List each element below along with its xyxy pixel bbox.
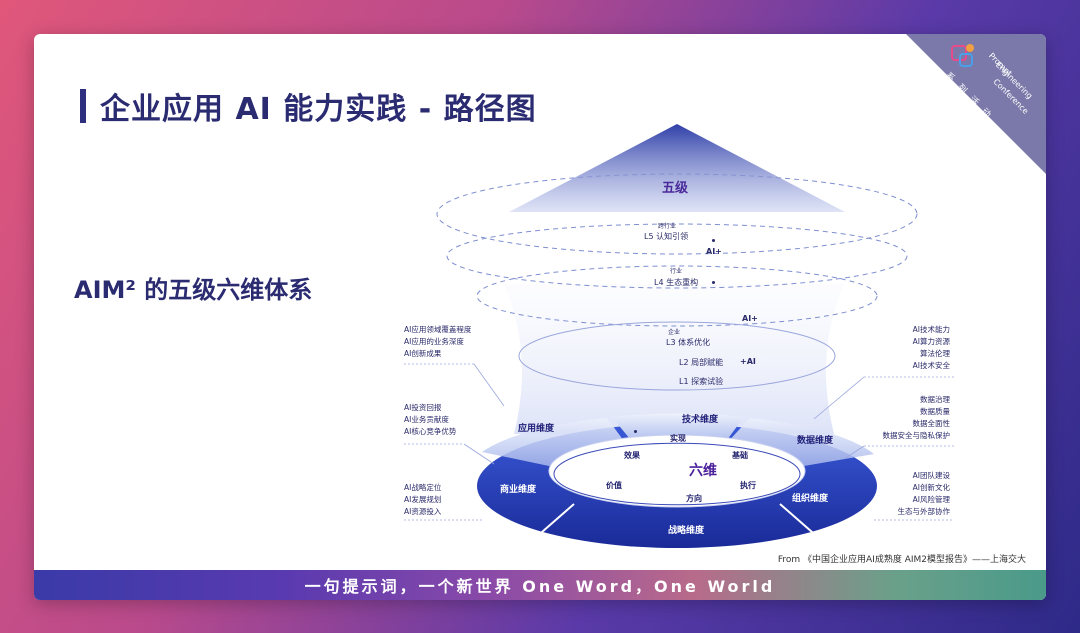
orbit-dot — [712, 281, 715, 284]
title-block: 企业应用 AI 能力实践 - 路径图 — [80, 84, 537, 128]
ring-segment-data — [724, 418, 874, 466]
ring-center-label: 六维 — [689, 463, 717, 479]
orbit-dot — [634, 430, 637, 433]
inner-value: 价值 — [606, 481, 622, 490]
funnel-shape — [504, 284, 844, 434]
dimension-technology: 技术维度 — [682, 415, 719, 425]
annotation-organization: AI团队建设 AI创新文化 AI风险管理 生态与外部协作 — [897, 471, 951, 516]
corner-badge — [906, 34, 1046, 174]
orbit-dot — [712, 239, 715, 242]
orbit-l3 — [518, 321, 836, 391]
ai-plus-label-2: AI+ — [742, 314, 758, 323]
slide: 企业应用 AI 能力实践 - 路径图 AIM² 的五级六维体系 系 列 活 动 … — [34, 34, 1046, 600]
orbit-top — [436, 173, 918, 255]
level-l2: L2 局部赋能 — [679, 358, 724, 367]
plus-ai-label: +AI — [740, 357, 756, 366]
annotation-technology: AI技术能力 AI算力资源 算法伦理 AI技术安全 — [912, 325, 950, 370]
title-accent-bar — [80, 89, 86, 123]
level-l3-caption: 企业 — [668, 329, 681, 336]
dimension-application: 应用维度 — [518, 424, 555, 434]
pyramid-top-label: 五级 — [662, 181, 689, 196]
inner-foundation: 基础 — [732, 451, 748, 460]
dimension-strategy: 战略维度 — [668, 526, 705, 536]
dimension-business: 商业维度 — [500, 485, 537, 495]
level-l4: L4 生态重构 — [654, 278, 699, 287]
level-l5-caption: 跨行业 — [658, 223, 677, 230]
ring-inner — [549, 435, 805, 507]
level-l1: L1 探索试验 — [679, 377, 724, 386]
pyramid-top — [509, 124, 845, 212]
inner-effect: 效果 — [624, 451, 640, 460]
annotation-data: 数据治理 数据质量 数据全面性 数据安全与隐私保护 — [882, 395, 951, 440]
ai-plus-label-1: AI+ — [706, 247, 722, 256]
inner-realize: 实现 — [670, 434, 686, 443]
level-l5: L5 认知引领 — [644, 232, 689, 241]
annotation-business: AI投资回报 AI业务贡献度 AI核心竞争优势 — [404, 403, 457, 436]
orbit-l4 — [476, 265, 878, 327]
orbit-l5 — [446, 223, 908, 289]
page-title: 企业应用 AI 能力实践 - 路径图 — [100, 92, 537, 127]
source-citation: From 《中国企业应用AI成熟度 AIM2模型报告》——上海交大 — [777, 555, 1026, 565]
dimension-organization: 组织维度 — [792, 494, 829, 504]
annotation-strategy: AI战略定位 AI发展规划 AI资源投入 — [404, 483, 442, 516]
five-level-six-dimension-diagram — [404, 124, 954, 548]
dimension-data: 数据维度 — [797, 436, 834, 446]
page-subtitle: AIM² 的五级六维体系 — [74, 276, 313, 304]
inner-direction: 方向 — [686, 494, 702, 503]
footer-slogan: 一句提示词，一个新世界 One Word，One World — [304, 577, 776, 596]
level-l3: L3 体系优化 — [666, 338, 711, 347]
footer-banner: 一句提示词，一个新世界 One Word，One World — [34, 570, 1046, 600]
level-l4-caption: 行业 — [670, 268, 683, 275]
annotation-application: AI应用领域覆盖程度 AI应用的业务深度 AI创新成果 — [404, 325, 472, 358]
inner-execute: 执行 — [740, 481, 756, 490]
